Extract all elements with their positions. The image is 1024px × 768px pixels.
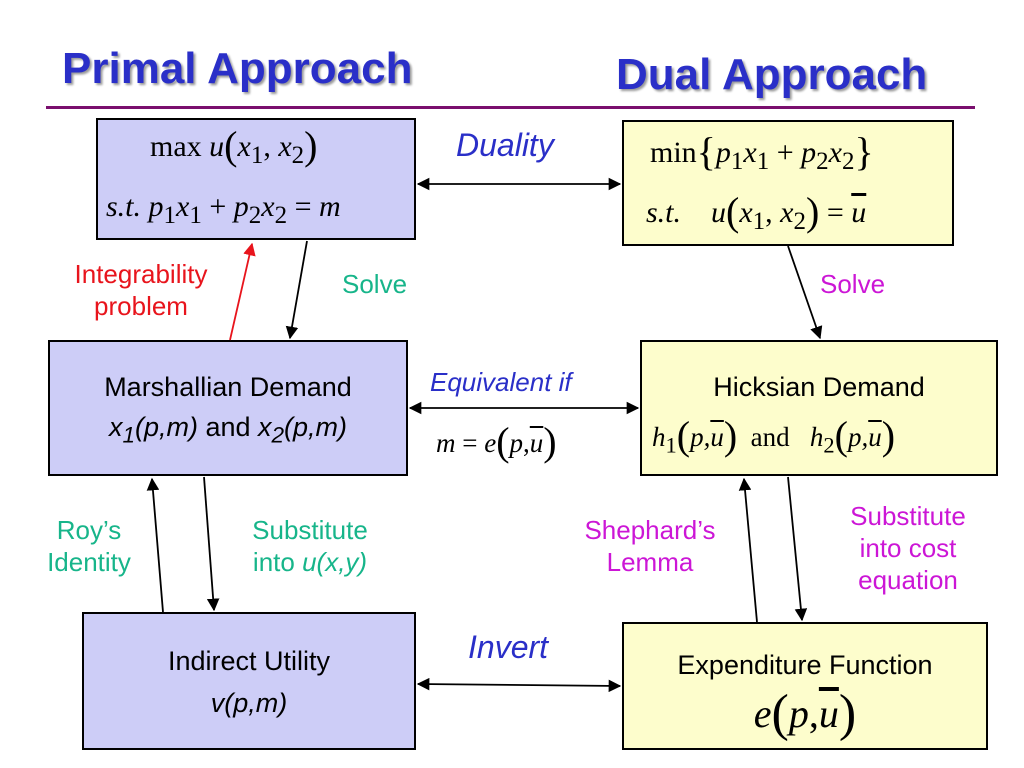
expenditure-min-objective: min{p1x1 + p2x2}	[650, 129, 874, 176]
invert-arrow	[416, 677, 622, 693]
solve-right-arrow	[787, 245, 823, 340]
utility-maximization-box: max u(x1, x2) s.t. p1x1 + p2x2 = m	[96, 118, 416, 240]
indirect-utility-formula: v(p,m)	[210, 688, 288, 718]
expenditure-function-box: Expenditure Function e(p,u)	[622, 622, 988, 750]
solve-label-right: Solve	[820, 269, 886, 299]
utility-max-objective: max u(x1, x2)	[150, 123, 318, 170]
substitute-utility-arrow	[203, 476, 220, 612]
marshallian-demand-title: Marshallian Demand	[104, 372, 352, 402]
solve-label-left: Solve	[342, 269, 408, 299]
marshallian-demand-box: Marshallian Demand x1(p,m) and x2(p,m)	[48, 340, 408, 476]
header-divider	[46, 106, 975, 109]
hicksian-demand-formula: h1(p,u) and h2(p,u)	[652, 413, 896, 458]
dual-approach-title: Dual Approach	[616, 50, 928, 99]
indirect-utility-title: Indirect Utility	[167, 646, 331, 676]
equivalence-condition: m = e(p,u)	[436, 419, 557, 464]
duality-label: Duality	[456, 127, 554, 163]
hicksian-demand-box: Hicksian Demand h1(p,u) and h2(p,u)	[640, 340, 998, 476]
indirect-utility-box: Indirect Utility v(p,m)	[82, 612, 416, 750]
substitute-cost-arrow	[787, 476, 808, 622]
utility-constraint: s.t. u(x1, x2) = u	[646, 189, 867, 236]
integrability-arrow	[229, 242, 256, 341]
expenditure-function-formula: e(p,u)	[753, 685, 857, 742]
hicksian-demand-title: Hicksian Demand	[713, 372, 925, 402]
marshallian-demand-formula: x1(p,m) and x2(p,m)	[108, 412, 348, 448]
shephards-lemma-arrow	[738, 477, 758, 623]
roys-identity-arrow	[146, 477, 164, 613]
primal-approach-title: Primal Approach	[62, 44, 413, 93]
expenditure-minimization-box: min{p1x1 + p2x2} s.t. u(x1, x2) = u	[622, 120, 954, 246]
equivalent-if-label: Equivalent if	[430, 367, 572, 397]
substitute-into-utility-label: Substitute into u(x,y)	[252, 515, 368, 578]
expenditure-function-title: Expenditure Function	[677, 650, 933, 680]
invert-label: Invert	[468, 629, 549, 665]
budget-constraint: s.t. p1x1 + p2x2 = m	[106, 190, 341, 229]
solve-left-arrow	[285, 240, 308, 340]
